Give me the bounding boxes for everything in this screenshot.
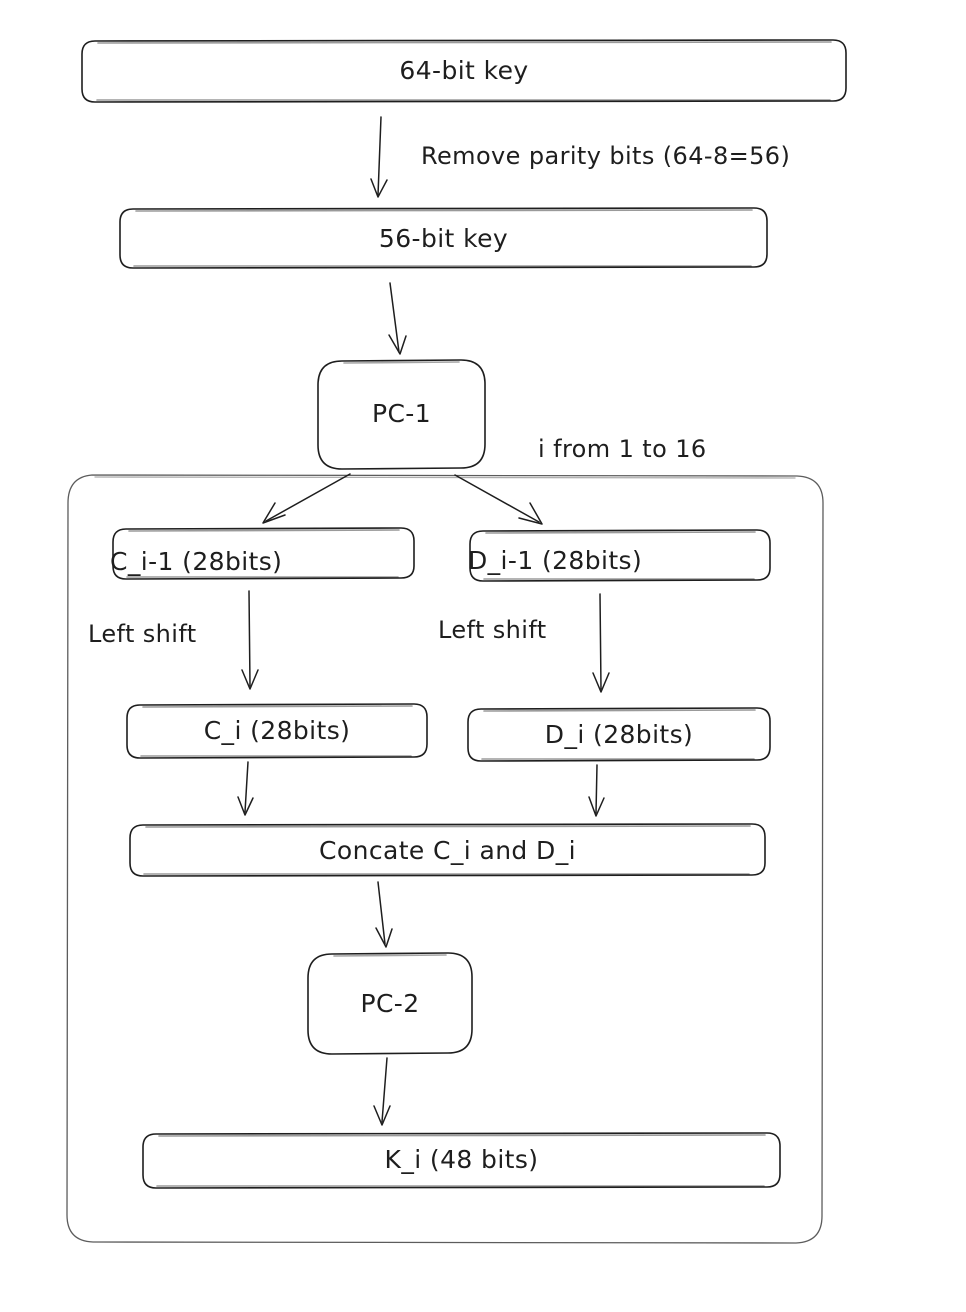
node-label-key56: 56-bit key [378,224,509,253]
node-label-pc1: PC-1 [371,399,432,428]
node-shape-d-prev [469,529,771,582]
edge-c-prev-to-c-cur [241,590,259,690]
node-label-c-cur: C_i (28bits) [203,716,351,745]
node-label-d-cur: D_i (28bits) [544,720,694,749]
edge-pc1-to-d-prev [454,474,543,525]
node-shape-c-prev [112,527,415,580]
edge-label-left-shift-d: Left shift [438,616,547,644]
loop-frame-shape [66,474,824,1244]
edge-label-remove-parity: Remove parity bits (64-8=56) [421,142,791,170]
edge-d-prev-to-d-cur [592,593,610,693]
node-shape-key64 [81,39,847,103]
node-shape-c-cur [126,703,428,759]
edge-label-loop-range: i from 1 to 16 [538,435,707,463]
node-label-key64: 64-bit key [399,56,529,85]
edge-label-left-shift-c: Left shift [88,620,197,648]
edge-key56-to-pc1 [388,282,407,355]
edge-c-cur-to-concat [237,761,254,816]
edge-key64-to-key56 [370,116,388,198]
node-shape-d-cur [467,707,771,762]
node-label-subkey: K_i (48 bits) [384,1145,539,1174]
node-shape-pc2 [307,952,473,1055]
node-label-concat: Concate C_i and D_i [319,836,576,865]
node-shape-key56 [119,207,768,269]
edge-d-cur-to-concat [588,764,605,817]
edge-pc2-to-subkey [373,1057,391,1126]
edge-pc1-to-c-prev [262,473,351,524]
node-shape-concat [129,823,766,877]
node-shape-pc1 [317,359,486,470]
node-shape-subkey [142,1132,781,1189]
edge-concat-to-pc2 [375,881,393,948]
node-label-pc2: PC-2 [360,989,420,1018]
node-label-c-prev: C_i-1 (28bits) [110,547,283,576]
node-label-d-prev: D_i-1 (28bits) [468,546,643,575]
